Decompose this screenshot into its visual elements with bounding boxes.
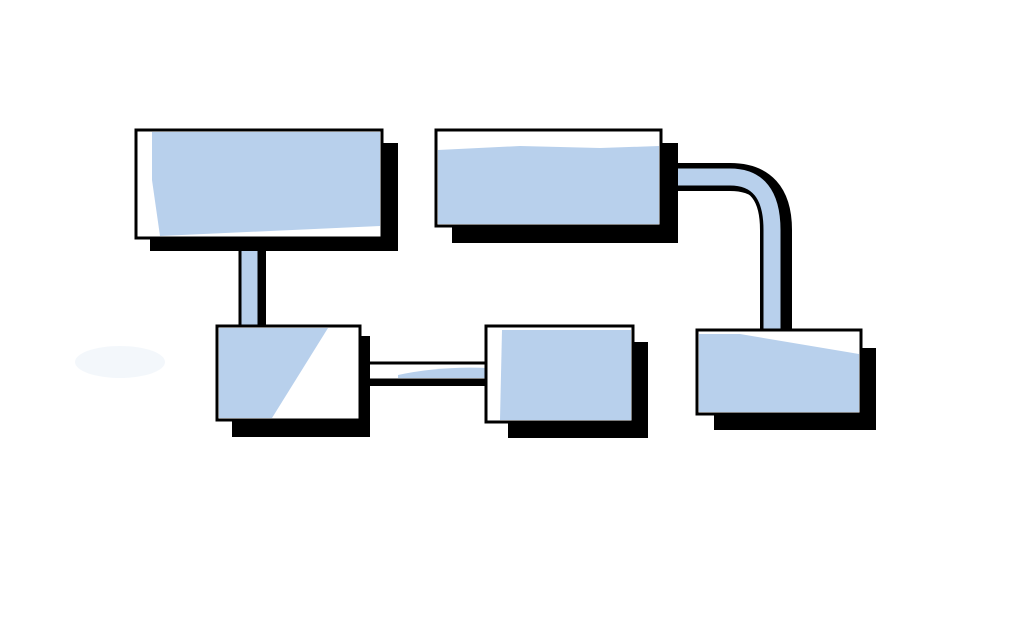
box-bottom-left xyxy=(215,324,370,437)
box-fill xyxy=(219,328,328,418)
box-fill xyxy=(438,146,659,224)
box-bottom-right xyxy=(695,328,876,430)
box-top-right xyxy=(434,128,678,243)
box-fill xyxy=(152,132,380,236)
connector-top-right-to-bottom-right xyxy=(660,163,792,332)
box-bottom-middle xyxy=(484,324,648,438)
box-fill xyxy=(500,330,631,420)
box-top-left xyxy=(134,128,398,251)
connector-bottom-left-to-bottom-middle xyxy=(356,361,492,386)
paper-smudge xyxy=(75,346,165,378)
box-fill xyxy=(699,334,859,412)
